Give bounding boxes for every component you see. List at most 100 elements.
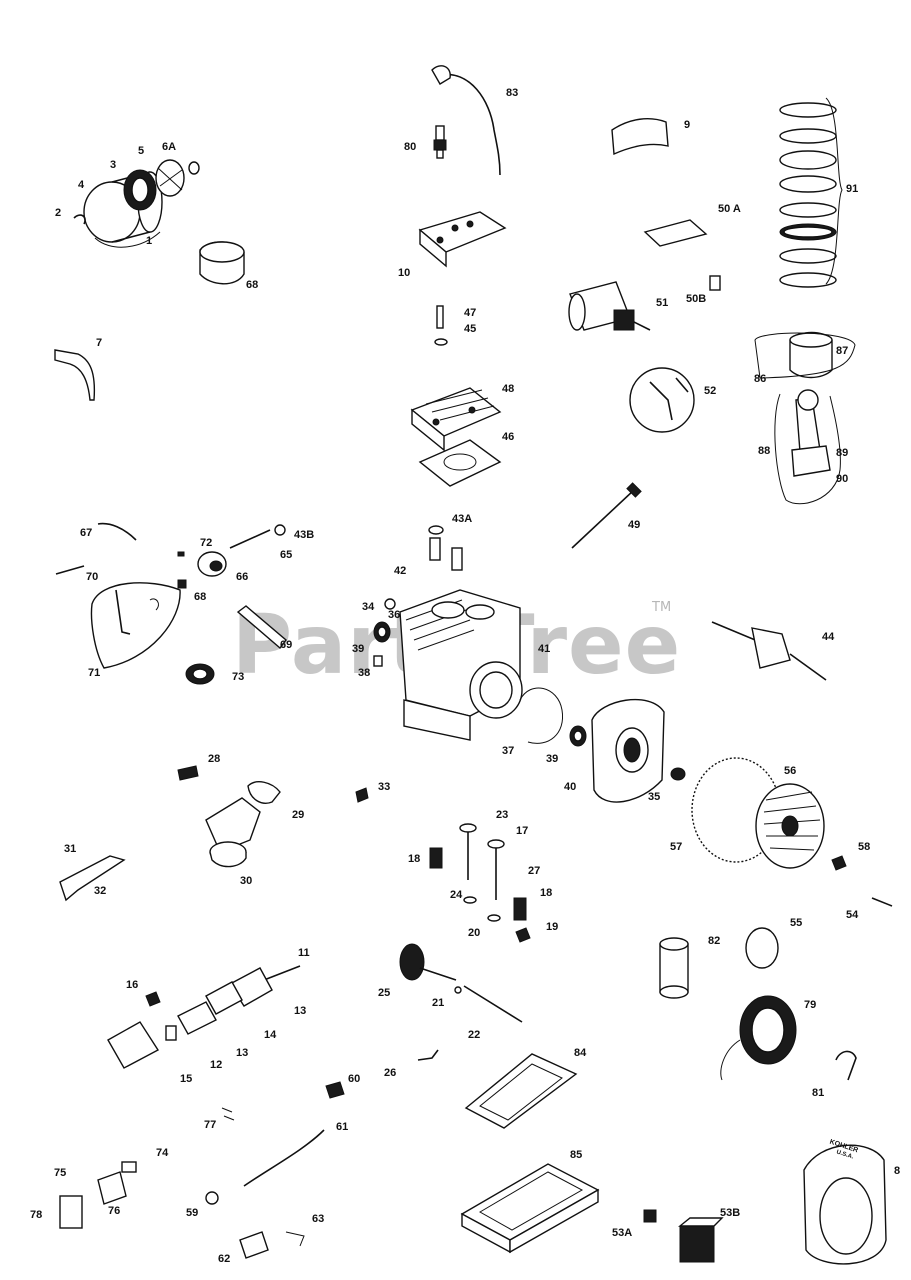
- callout-81[interactable]: 81: [812, 1087, 825, 1099]
- oil-pan-gasket[interactable]: [464, 1053, 578, 1129]
- callout-90[interactable]: 90: [836, 473, 849, 485]
- callout-40[interactable]: 40: [564, 781, 577, 793]
- hose-61[interactable]: [243, 1129, 325, 1187]
- callout-54[interactable]: 54: [846, 909, 859, 921]
- callout-52[interactable]: 52: [704, 385, 717, 397]
- callout-16[interactable]: 16: [126, 979, 139, 991]
- callout-88[interactable]: 88: [758, 445, 771, 457]
- piston[interactable]: [754, 331, 856, 379]
- stator[interactable]: [720, 995, 797, 1081]
- callout-73[interactable]: 73: [232, 671, 245, 683]
- callout-34[interactable]: 34: [362, 601, 375, 613]
- callout-43a[interactable]: 43A: [452, 513, 473, 525]
- guide-42a[interactable]: [429, 537, 441, 561]
- blower-housing[interactable]: [803, 1144, 887, 1265]
- callout-31[interactable]: 31: [64, 843, 77, 855]
- pin-50b[interactable]: [709, 275, 721, 291]
- lead-81[interactable]: [835, 1050, 857, 1081]
- callout-55[interactable]: 55: [790, 917, 803, 929]
- shaft-22[interactable]: [463, 985, 523, 1023]
- callout-68a[interactable]: 68: [246, 279, 259, 291]
- retainer-24[interactable]: [463, 896, 477, 904]
- part-77[interactable]: [221, 1107, 235, 1121]
- washer-45[interactable]: [434, 338, 448, 346]
- callout-14[interactable]: 14: [264, 1029, 277, 1041]
- callout-87[interactable]: 87: [836, 345, 849, 357]
- clip-63[interactable]: [285, 1231, 305, 1247]
- callout-23[interactable]: 23: [496, 809, 509, 821]
- cylinder-block[interactable]: [399, 589, 523, 741]
- callout-6a[interactable]: 6A: [162, 141, 177, 153]
- callout-59[interactable]: 59: [186, 1207, 199, 1219]
- callout-76[interactable]: 76: [108, 1205, 121, 1217]
- ignition-coil[interactable]: [659, 937, 689, 999]
- callout-85[interactable]: 85: [570, 1149, 583, 1161]
- cylinder-head[interactable]: [410, 387, 502, 452]
- callout-63[interactable]: 63: [312, 1213, 325, 1225]
- retainer-20[interactable]: [487, 914, 501, 922]
- plate-55[interactable]: [745, 927, 779, 969]
- callout-83[interactable]: 83: [506, 87, 519, 99]
- camshaft[interactable]: [399, 943, 457, 981]
- gasket-29[interactable]: [247, 781, 281, 804]
- callout-48[interactable]: 48: [502, 383, 515, 395]
- callout-13a[interactable]: 13: [294, 1005, 307, 1017]
- bracket-62[interactable]: [239, 1231, 269, 1259]
- terminal-detail[interactable]: [629, 367, 695, 433]
- starter-motor[interactable]: [568, 281, 651, 331]
- shaft-65[interactable]: [229, 529, 271, 549]
- spark-plug[interactable]: [433, 125, 447, 159]
- callout-58[interactable]: 58: [858, 841, 871, 853]
- rod-49[interactable]: [571, 482, 642, 549]
- bolt-47[interactable]: [436, 305, 444, 329]
- washer-34[interactable]: [384, 598, 396, 610]
- governor-gear-cover[interactable]: [197, 551, 227, 577]
- callout-53b[interactable]: 53B: [720, 1207, 741, 1219]
- callout-50a[interactable]: 50 A: [718, 203, 741, 215]
- callout-49[interactable]: 49: [628, 519, 641, 531]
- screw-72[interactable]: [177, 551, 185, 557]
- clamp-59[interactable]: [205, 1191, 219, 1205]
- plate-50a[interactable]: [643, 219, 708, 247]
- callout-75[interactable]: 75: [54, 1167, 67, 1179]
- callout-44[interactable]: 44: [822, 631, 835, 643]
- nut-68[interactable]: [177, 579, 187, 589]
- callout-86[interactable]: 86: [754, 373, 767, 385]
- gasket-13b[interactable]: [177, 1001, 217, 1035]
- callout-13b[interactable]: 13: [236, 1047, 249, 1059]
- callout-77[interactable]: 77: [204, 1119, 217, 1131]
- callout-46[interactable]: 46: [502, 431, 515, 443]
- high-tension-lead[interactable]: [439, 73, 501, 176]
- callout-82[interactable]: 82: [708, 935, 721, 947]
- shroud-9[interactable]: [611, 118, 669, 156]
- washer-43a[interactable]: [428, 525, 444, 535]
- callout-21[interactable]: 21: [432, 997, 445, 1009]
- callout-37[interactable]: 37: [502, 745, 515, 757]
- callout-24[interactable]: 24: [450, 889, 463, 901]
- callout-12[interactable]: 12: [210, 1059, 223, 1071]
- callout-25[interactable]: 25: [378, 987, 391, 999]
- air-cleaner-assembly[interactable]: [73, 159, 200, 248]
- callout-43b[interactable]: 43B: [294, 529, 315, 541]
- callout-69[interactable]: 69: [280, 639, 293, 651]
- callout-9[interactable]: 9: [684, 119, 691, 131]
- callout-3[interactable]: 3: [110, 159, 117, 171]
- callout-10[interactable]: 10: [398, 267, 411, 279]
- callout-27[interactable]: 27: [528, 865, 541, 877]
- valve-spring-a[interactable]: [429, 847, 443, 869]
- callout-66[interactable]: 66: [236, 571, 249, 583]
- bushing-43b[interactable]: [274, 524, 286, 536]
- callout-57[interactable]: 57: [670, 841, 683, 853]
- switch-assembly[interactable]: [59, 1161, 137, 1229]
- oil-pan[interactable]: [460, 1163, 600, 1254]
- governor-gear[interactable]: [185, 663, 215, 685]
- callout-84[interactable]: 84: [574, 1047, 587, 1059]
- callout-71[interactable]: 71: [88, 667, 101, 679]
- lever-69[interactable]: [236, 605, 287, 650]
- valves[interactable]: [467, 830, 497, 900]
- screw-70[interactable]: [55, 565, 85, 575]
- callout-68b[interactable]: 68: [194, 591, 207, 603]
- callout-74[interactable]: 74: [156, 1147, 169, 1159]
- callout-62[interactable]: 62: [218, 1253, 231, 1265]
- callout-1[interactable]: 1: [146, 235, 153, 247]
